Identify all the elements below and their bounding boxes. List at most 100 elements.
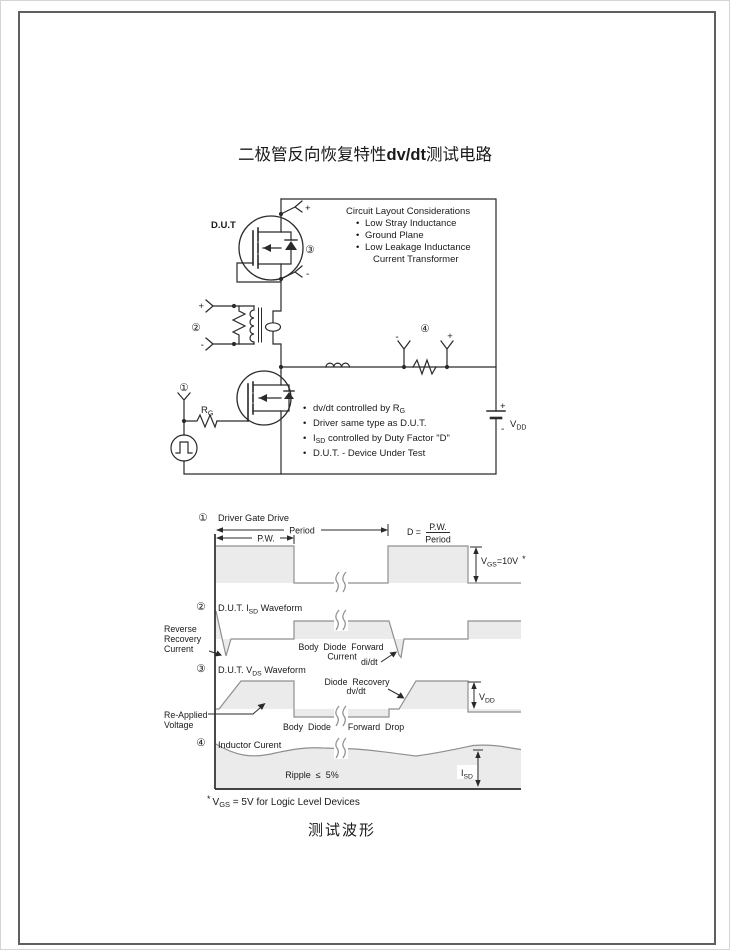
shunt-probe-plus	[440, 340, 454, 370]
bullet-icon: •	[303, 433, 307, 444]
reverse-recovery-arrow	[208, 650, 222, 657]
label-mask	[457, 765, 477, 779]
wf4-title: Inductor Curent	[218, 740, 282, 750]
wf1-pulse-fill	[216, 546, 294, 583]
vdd-value-label: VDD	[479, 692, 495, 705]
note-item: • Driver same type as D.U.T.	[303, 418, 427, 429]
bullet-icon: •	[303, 418, 307, 429]
wf3-number: ③	[196, 663, 206, 675]
wf4-trace	[215, 743, 522, 757]
waveform-axes	[214, 534, 521, 790]
footnote-star: *	[207, 794, 211, 804]
body-diode-current-label2: Current	[327, 652, 357, 662]
wf4-fill	[216, 744, 521, 789]
rg-label: RG	[201, 405, 213, 418]
wf1-pulse2-fill	[388, 546, 468, 583]
vgs-footnote: *VGS = 5V for Logic Level Devices	[207, 794, 360, 809]
duty-frac-num: P.W.	[429, 522, 446, 532]
dut-mosfet-symbol	[236, 215, 304, 283]
bullet-icon: •	[356, 230, 360, 241]
load-resistor	[412, 358, 437, 376]
test-waveforms-plot: Period P.W. D = P.W. Period ① Driver Gat…	[164, 512, 526, 790]
circuit-rails	[183, 198, 497, 475]
pulse-icon	[175, 441, 193, 454]
substrate-arrow-icon	[263, 244, 271, 252]
page-title: 二极管反向恢复特性dv/dt测试电路	[1, 141, 729, 165]
layout-note-item: • Ground Plane	[346, 230, 496, 242]
axis-break-icon	[334, 705, 348, 727]
vdd-dimension	[468, 681, 481, 709]
diode-recovery-arrow	[387, 688, 405, 699]
shunt-minus-label: -	[395, 332, 398, 343]
bullet-icon: •	[356, 218, 360, 229]
bullet-icon: •	[303, 448, 307, 459]
wf3-title: D.U.T. VDS Waveform	[218, 665, 306, 678]
pulse-generator	[170, 434, 198, 462]
shunt-plus-label: +	[447, 331, 453, 342]
pw-label: P.W.	[257, 534, 274, 544]
damping-resistor	[231, 305, 247, 345]
dut-drain-plus-label: +	[305, 203, 311, 214]
duty-frac-den: Period	[425, 535, 451, 545]
transformer-core	[258, 307, 262, 343]
axis-break-icon	[334, 571, 348, 593]
marker-4: ④	[420, 323, 430, 335]
gate-probe	[177, 392, 191, 422]
waveform-caption: 测试波形	[307, 821, 376, 839]
series-inductor	[325, 362, 351, 368]
didt-arrow	[380, 651, 397, 663]
isd-dimension	[473, 749, 483, 787]
current-transformer	[205, 299, 282, 351]
reapplied-voltage-label2: Voltage	[164, 720, 193, 730]
dvdt-label: dv/dt	[346, 686, 366, 696]
reapplied-voltage-arrow	[208, 703, 266, 715]
bullet-icon: •	[303, 403, 307, 414]
battery-plus-label: +	[500, 401, 506, 412]
dut-source-minus-label: -	[306, 269, 309, 280]
test-circuit-diagram: D.U.T + - ③ + - ② ① ④ - + RG + - VDD	[170, 198, 526, 475]
body-diode-drop-label2: Forward Drop	[348, 722, 404, 732]
reverse-recovery-label: Current	[164, 644, 194, 654]
note-item: • D.U.T. - Device Under Test	[303, 448, 426, 459]
wf2-trace	[215, 610, 521, 659]
wf3-fill	[216, 681, 521, 717]
layout-note-item: • Low Leakage Inductance	[346, 242, 496, 254]
label-mask	[284, 525, 321, 535]
reverse-recovery-label: Recovery	[164, 634, 202, 644]
circuit-notes: • dv/dt controlled by RG • Driver same t…	[303, 401, 483, 461]
period-label: Period	[289, 526, 315, 536]
ripple-label: Ripple ≤ 5%	[285, 770, 338, 780]
driver-body-diode-icon	[280, 384, 295, 412]
vdd-battery	[486, 410, 506, 420]
didt-label: di/dt	[361, 657, 378, 667]
diode-recovery-label: Diode Recovery	[324, 677, 390, 687]
wf3-trace	[216, 680, 521, 718]
marker-2: ②	[191, 322, 201, 334]
label-mask	[252, 534, 280, 543]
wf1-title: Driver Gate Drive	[218, 513, 289, 523]
title-chinese-post: 测试电路	[425, 145, 492, 164]
battery-minus-label: -	[501, 424, 504, 435]
wf1-number: ①	[198, 512, 208, 524]
title-chinese-pre: 二极管反向恢复特性	[238, 145, 387, 164]
title-dvdt: dv/dt	[386, 146, 426, 164]
duty-eq-prefix: D =	[407, 527, 421, 537]
page-border-frame	[18, 11, 716, 945]
marker-1: ①	[179, 382, 189, 394]
layout-note-continuation: Current Transformer	[373, 254, 459, 265]
body-diode-current-label: Body Diode Forward	[298, 642, 383, 652]
wf4-number: ④	[196, 737, 206, 749]
wf1-arrowheads	[216, 527, 388, 541]
secondary-loop	[264, 322, 282, 332]
driver-mosfet-symbol	[216, 370, 295, 426]
layout-considerations-note: Circuit Layout Considerations • Low Stra…	[346, 206, 496, 266]
junction-dot	[278, 364, 284, 370]
axis-break-icon	[334, 609, 348, 631]
xfmr-plus-label: +	[198, 301, 204, 312]
note-item: • dv/dt controlled by RG	[303, 403, 406, 415]
note-item: • ISD controlled by Duty Factor "D"	[303, 433, 450, 445]
axis-break-icon	[334, 737, 348, 759]
xfmr-minus-label: -	[201, 340, 204, 351]
dut-drain-probe	[278, 200, 303, 217]
